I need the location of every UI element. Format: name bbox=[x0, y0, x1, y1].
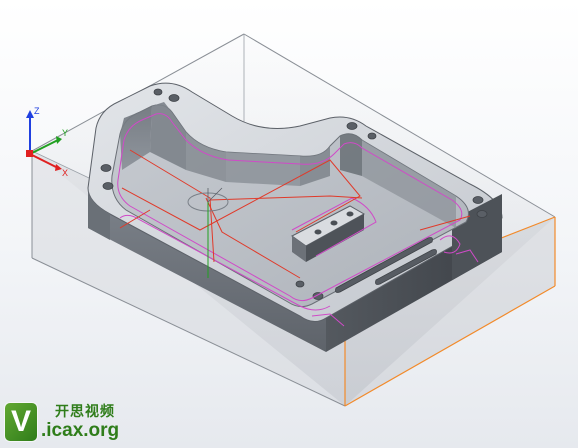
watermark-site: .icax.org bbox=[41, 420, 120, 441]
inner-boss[interactable] bbox=[291, 205, 366, 262]
watermark-brand: 开思视频 bbox=[55, 404, 115, 420]
slots[interactable] bbox=[335, 237, 437, 293]
coordinate-triad[interactable]: Z Y X bbox=[26, 106, 68, 178]
edge-cut-marks bbox=[311, 249, 479, 327]
pocket[interactable] bbox=[111, 102, 469, 308]
toolpath-magenta bbox=[117, 113, 463, 311]
triad-z-label: Z bbox=[34, 106, 40, 116]
toolpath-red bbox=[119, 149, 471, 279]
watermark-logo-icon: V bbox=[5, 403, 37, 441]
rim-holes bbox=[100, 88, 488, 300]
triad-x-label: X bbox=[62, 168, 68, 178]
tool-marker bbox=[187, 187, 229, 278]
triad-y-label: Y bbox=[62, 128, 68, 138]
watermark: V 开思视频 .icax.org bbox=[5, 401, 165, 445]
